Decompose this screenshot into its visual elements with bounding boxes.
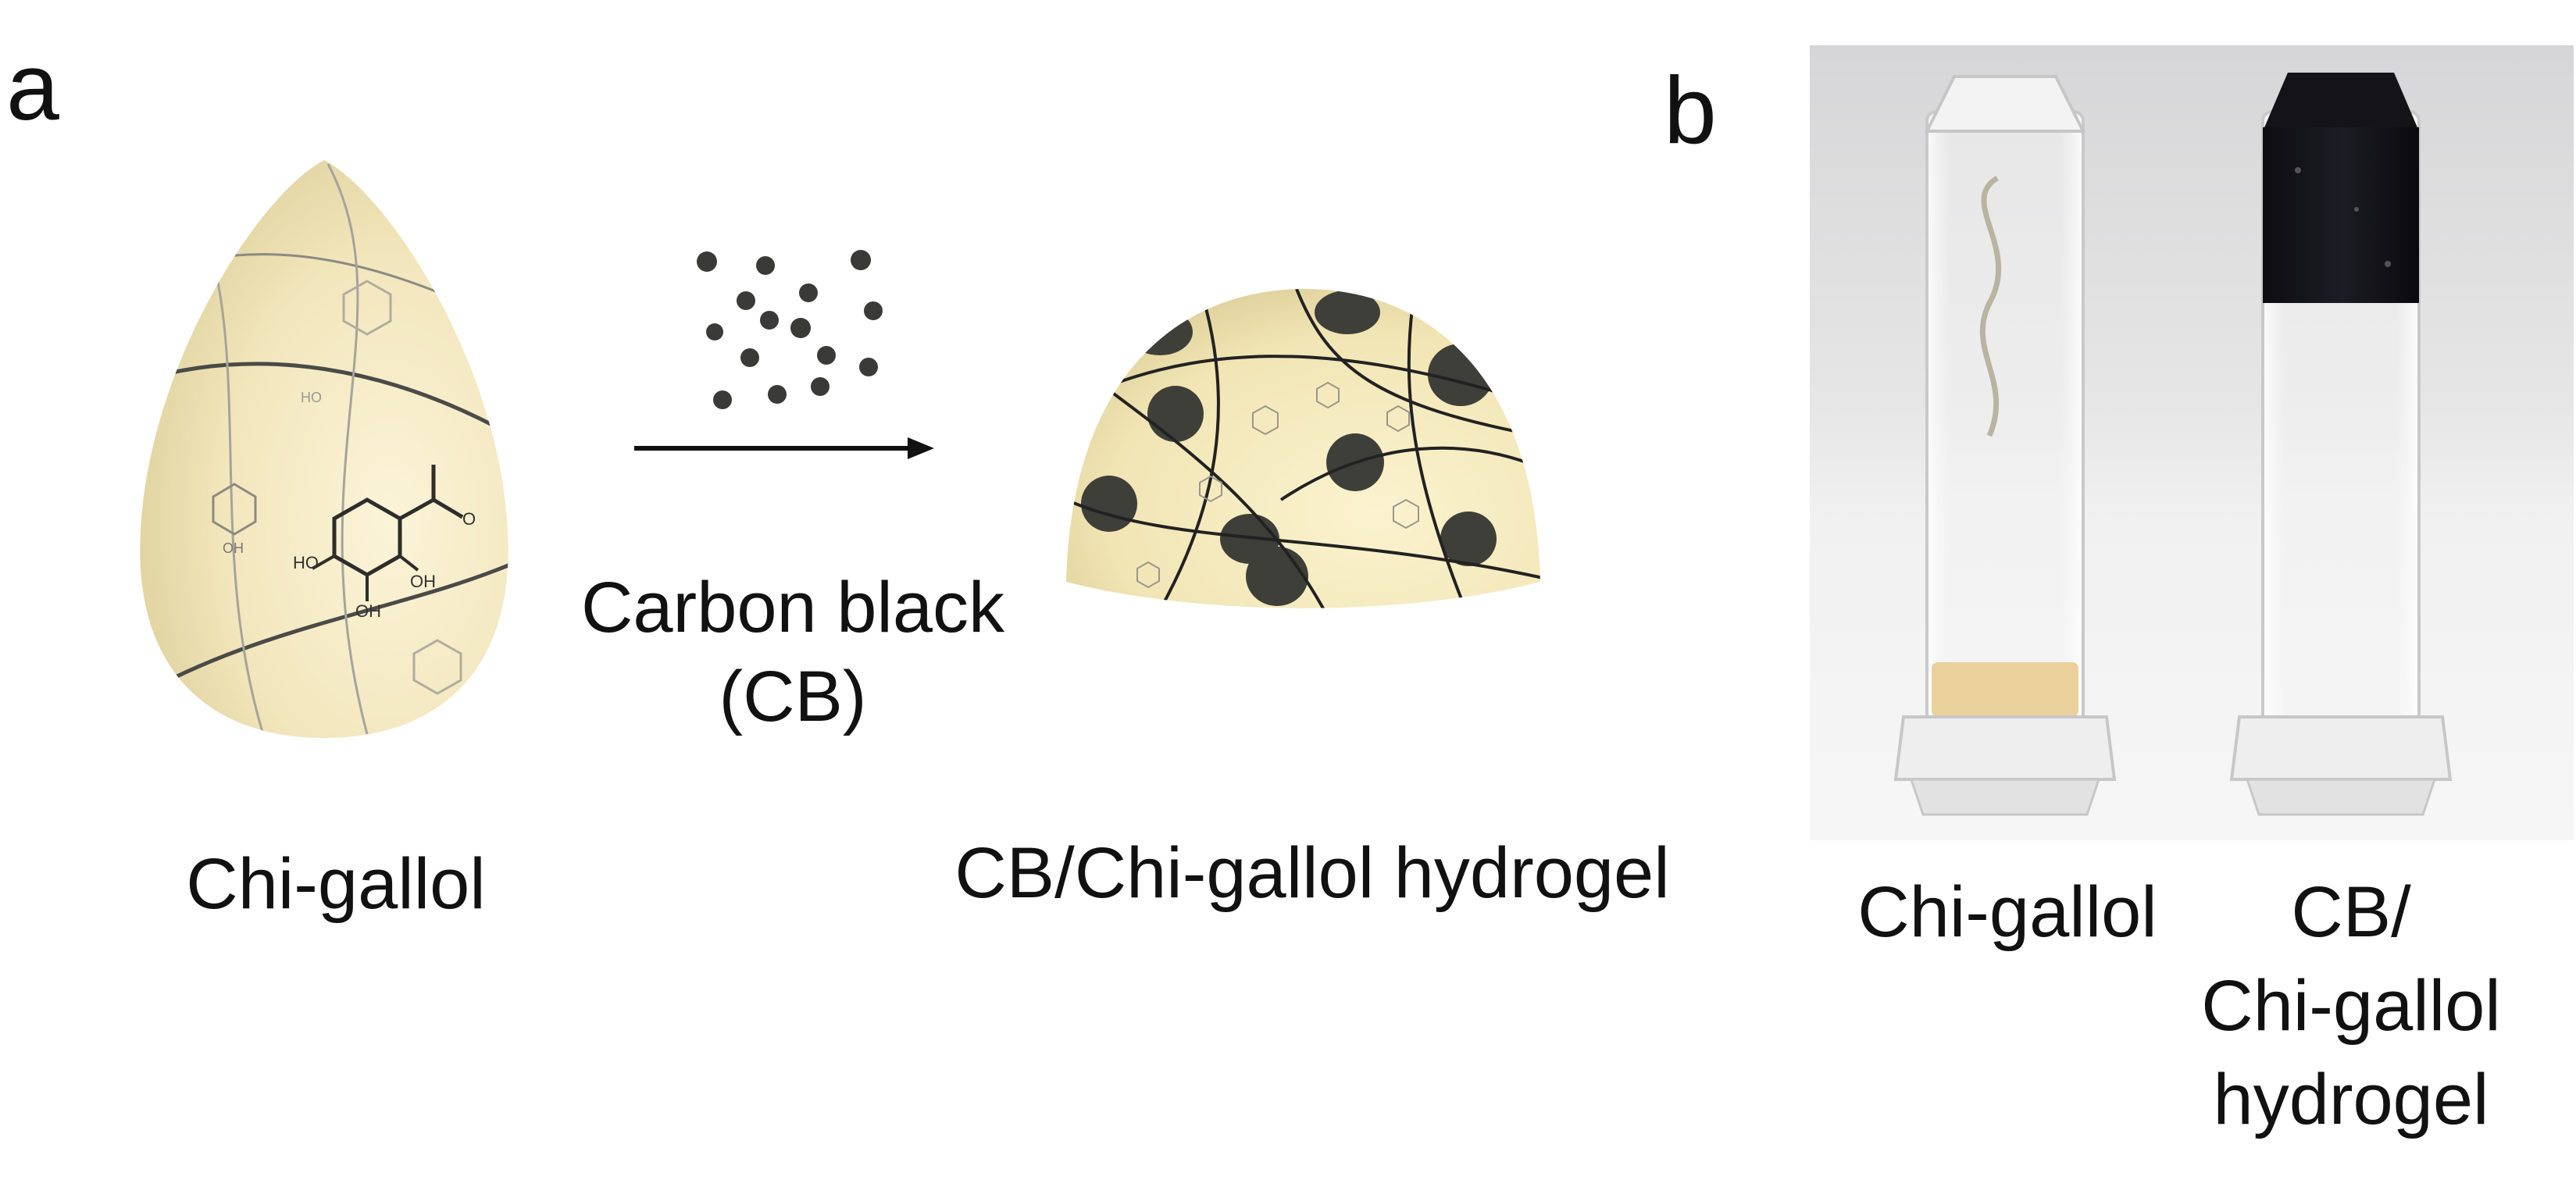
- chi-gallol-drop: O HO OH OH OH HO: [140, 160, 508, 738]
- vial-chi-gallol: [1893, 75, 2117, 816]
- arrow-label-carbon-black: Carbon black: [580, 568, 1005, 647]
- mol-label-o: O: [462, 509, 476, 529]
- vial-label-cb-line1: CB/: [2291, 872, 2411, 952]
- vial-photograph: [1810, 45, 2574, 840]
- reaction-arrow: [634, 437, 934, 459]
- panel-letter-b: b: [1664, 57, 1717, 163]
- mol-label-oh-3: OH: [223, 540, 244, 556]
- vial-label-cb-line3: hydrogel: [2213, 1060, 2489, 1139]
- arrow-label-cb: (CB): [719, 657, 867, 736]
- mol-label-oh-2: OH: [410, 572, 436, 591]
- mol-label-ho-2: HO: [301, 390, 322, 405]
- label-cb-chi-gallol-hydrogel: CB/Chi-gallol hydrogel: [954, 833, 1670, 913]
- carbon-black-particles: [697, 250, 883, 409]
- vial-label-chi-gallol: Chi-gallol: [1857, 872, 2157, 952]
- panel-a-diagram: O HO OH OH OH HO: [140, 160, 1540, 738]
- mol-label-ho: HO: [293, 553, 319, 572]
- mol-label-oh-1: OH: [355, 601, 381, 621]
- label-chi-gallol: Chi-gallol: [186, 844, 486, 924]
- vial-cb-chi-gallol-hydrogel: [2229, 73, 2453, 816]
- panel-letter-a: a: [6, 34, 59, 140]
- vial-label-cb-line2: Chi-gallol: [2201, 966, 2501, 1046]
- cb-chi-gallol-hydrogel-dome: [1066, 289, 1540, 608]
